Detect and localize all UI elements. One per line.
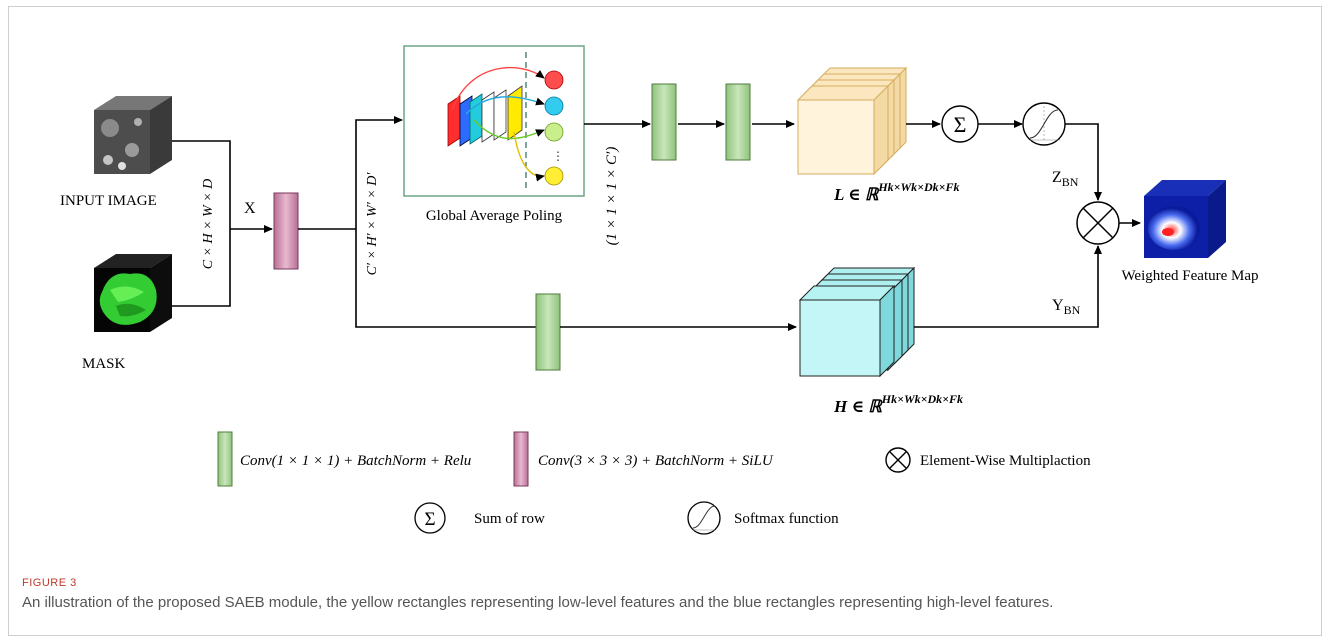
mask-label: MASK bbox=[82, 356, 126, 372]
x-label: X bbox=[244, 200, 256, 217]
legend-softmax-icon bbox=[687, 501, 721, 535]
figure-caption-label: FIGURE 3 bbox=[22, 577, 77, 589]
legend-pink-swatch bbox=[513, 431, 529, 487]
gap-dims-label: (1 × 1 × 1 × C′) bbox=[604, 147, 620, 246]
gap-label: Global Average Poling bbox=[426, 208, 563, 224]
legend-sum-symbol: Σ bbox=[424, 509, 435, 530]
legend-pink-label: Conv(3 × 3 × 3) + BatchNorm + SiLU bbox=[538, 453, 774, 469]
legend-sum-icon bbox=[414, 502, 446, 534]
branch-connectors bbox=[298, 116, 536, 328]
high-level-feature-stack bbox=[798, 266, 916, 378]
legend-green-swatch bbox=[217, 431, 233, 487]
svg-text:⋮: ⋮ bbox=[552, 149, 564, 163]
weighted-feature-map-cube bbox=[1144, 180, 1226, 258]
legend-sum-label: Sum of row bbox=[474, 511, 545, 527]
y-label: YBN bbox=[1052, 297, 1081, 317]
conv3-block bbox=[273, 192, 299, 270]
figure-caption-text: An illustration of the proposed SAEB mod… bbox=[22, 594, 1054, 611]
gap-illustration: ⋮ bbox=[403, 45, 585, 197]
conv1-block-1 bbox=[651, 83, 677, 161]
input-image-cube bbox=[94, 96, 172, 174]
mask-cube bbox=[94, 254, 172, 332]
z-label: ZBN bbox=[1052, 169, 1079, 189]
z-branch-arrow bbox=[1065, 123, 1102, 201]
multiply-node bbox=[1076, 201, 1120, 245]
legend-softmax-label: Softmax function bbox=[734, 511, 839, 527]
y-branch-arrow bbox=[914, 245, 1102, 328]
input-dims-label: C × H × W × D bbox=[201, 179, 216, 270]
figure-frame bbox=[8, 6, 1322, 636]
conv1-block-3 bbox=[535, 293, 561, 371]
low-level-feature-stack bbox=[796, 66, 908, 176]
sum-symbol: Σ bbox=[954, 112, 967, 137]
legend-green-label: Conv(1 × 1 × 1) + BatchNorm + Relu bbox=[240, 453, 471, 469]
branch-dims-label: C′ × H′ × W′ × D′ bbox=[365, 172, 380, 276]
conv1-block-2 bbox=[725, 83, 751, 161]
softmax-node bbox=[1022, 102, 1066, 146]
legend-multiply-icon bbox=[885, 447, 911, 473]
input-connectors bbox=[172, 140, 273, 307]
input-image-label: INPUT IMAGE bbox=[60, 193, 157, 209]
l-set-label: L ∈ ℝHk×Wk×Dk×Fk bbox=[833, 180, 960, 204]
h-set-label: H ∈ ℝHk×Wk×Dk×Fk bbox=[833, 392, 963, 416]
output-label: Weighted Feature Map bbox=[1121, 268, 1258, 284]
legend-mult-label: Element-Wise Multiplaction bbox=[920, 453, 1091, 469]
